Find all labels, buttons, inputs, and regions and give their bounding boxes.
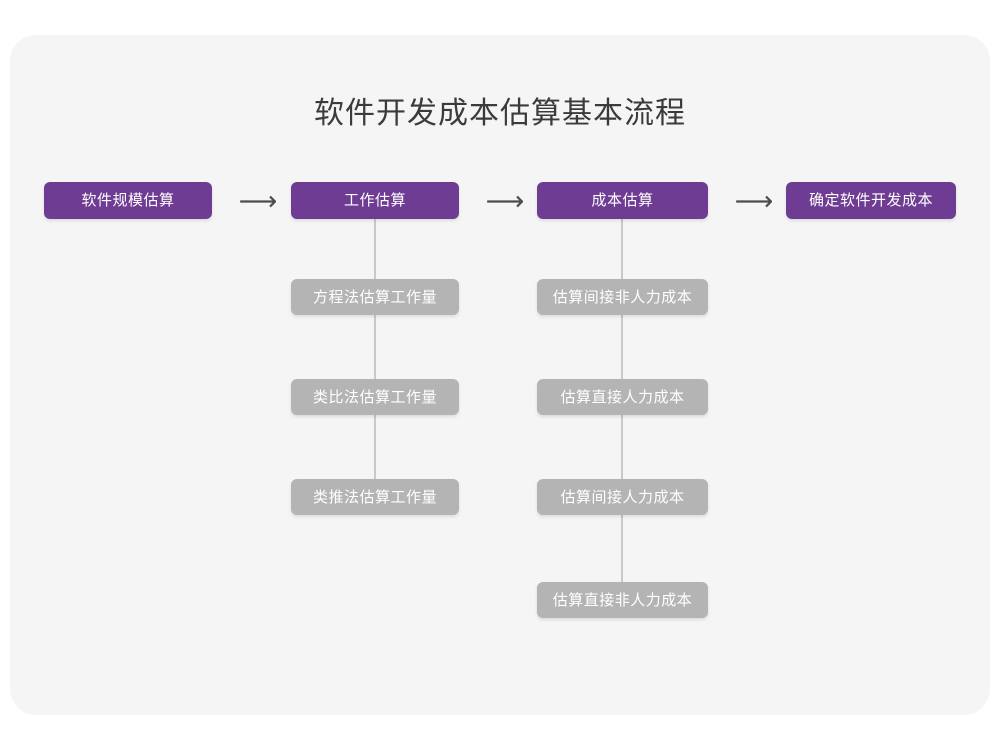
branch-node-label: 类比法估算工作量: [312, 388, 437, 406]
flow-step-label: 确定软件开发成本: [808, 192, 933, 209]
flow-arrow-3-icon: ⟶: [734, 186, 774, 216]
flow-step-determine-development-cost[interactable]: 确定软件开发成本: [786, 182, 956, 219]
branch-node-equation-method[interactable]: 方程法估算工作量: [291, 279, 459, 315]
flow-arrow-1-icon: ⟶: [238, 186, 278, 216]
flow-step-cost-estimation[interactable]: 成本估算: [537, 182, 708, 219]
branch-node-label: 估算间接人力成本: [560, 488, 685, 506]
branch-node-inference-method[interactable]: 类推法估算工作量: [291, 479, 459, 515]
branch-node-direct-nonlabor-cost[interactable]: 估算直接非人力成本: [537, 582, 708, 618]
flow-step-work-estimation[interactable]: 工作估算: [291, 182, 459, 219]
diagram-card: [10, 35, 990, 715]
branch-node-direct-labor-cost[interactable]: 估算直接人力成本: [537, 379, 708, 415]
branch-node-label: 估算直接非人力成本: [552, 591, 693, 609]
flow-step-label: 工作估算: [343, 192, 406, 209]
branch-node-label: 方程法估算工作量: [312, 288, 437, 306]
flow-step-software-scale-estimation[interactable]: 软件规模估算: [44, 182, 212, 219]
flow-arrow-2-icon: ⟶: [485, 186, 525, 216]
branch-node-label: 估算直接人力成本: [560, 388, 685, 406]
flow-step-label: 软件规模估算: [81, 192, 175, 209]
branch-node-label: 估算间接非人力成本: [552, 288, 693, 306]
flow-step-label: 成本估算: [591, 192, 654, 209]
page-title: 软件开发成本估算基本流程: [314, 97, 686, 130]
connector-line-work: [374, 219, 376, 501]
branch-node-indirect-labor-cost[interactable]: 估算间接人力成本: [537, 479, 708, 515]
branch-node-analogy-method[interactable]: 类比法估算工作量: [291, 379, 459, 415]
branch-node-label: 类推法估算工作量: [312, 488, 437, 506]
branch-node-indirect-nonlabor-cost[interactable]: 估算间接非人力成本: [537, 279, 708, 315]
